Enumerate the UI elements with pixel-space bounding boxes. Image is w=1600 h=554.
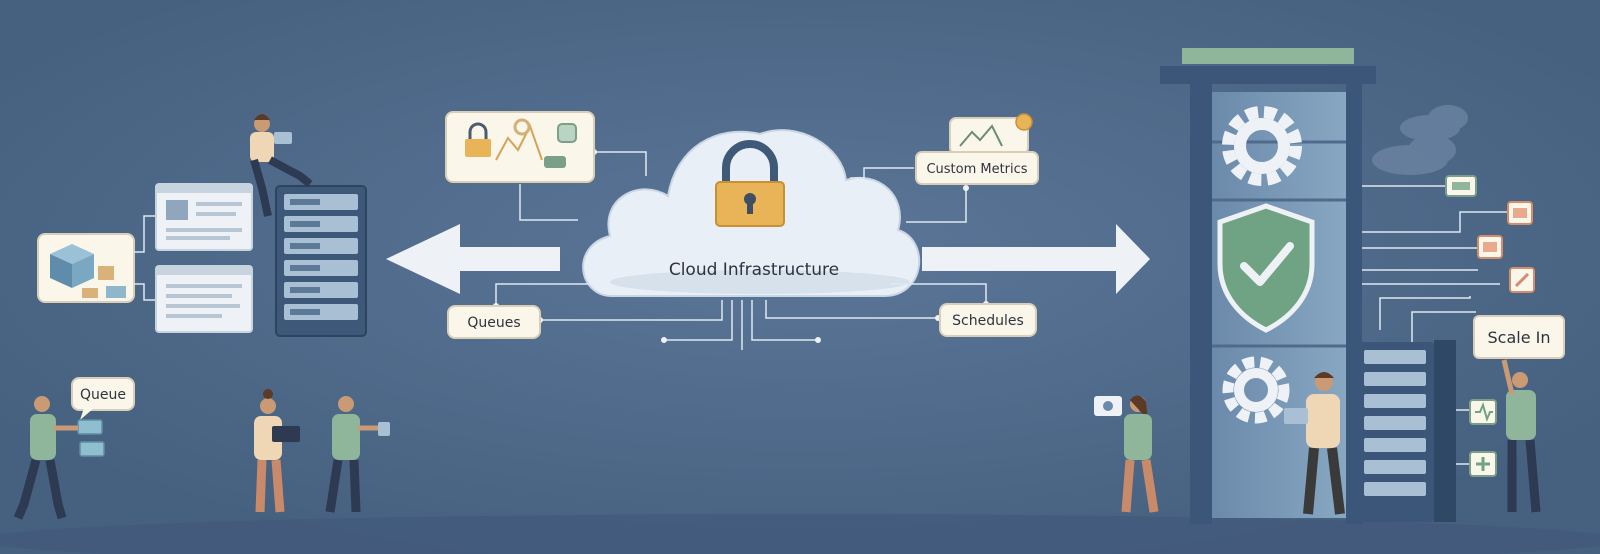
queues-label: Queues	[467, 315, 520, 331]
waveform-icon	[1469, 399, 1497, 425]
cube-connector	[134, 215, 156, 301]
custom-metrics-card: Custom Metrics	[915, 113, 1039, 185]
cubes-card	[37, 233, 135, 303]
gear-icon	[1222, 106, 1302, 186]
person-with-laptop	[254, 389, 300, 513]
cloud-infrastructure: Cloud Infrastructure	[582, 129, 921, 297]
schedules-pill: Schedules	[939, 303, 1037, 337]
scale-in-sign: Scale In	[1473, 315, 1565, 359]
small-server-rack	[1356, 340, 1456, 522]
toggle-icon	[544, 156, 566, 168]
bg-cloud-right	[1372, 105, 1468, 175]
person-holding-sign	[1501, 359, 1541, 513]
doc-window-bottom	[155, 265, 253, 333]
small-box	[98, 266, 114, 280]
arrow-left	[386, 224, 560, 294]
small-box	[106, 286, 126, 298]
lock-icon-small	[465, 122, 491, 157]
cable-lines	[1362, 185, 1508, 465]
custom-metrics-label: Custom Metrics	[926, 162, 1027, 177]
person-with-tablet	[325, 396, 390, 513]
queue-label: Queue	[80, 387, 126, 403]
person-with-device	[1094, 395, 1159, 513]
padlock-icon	[715, 140, 785, 227]
info-icon	[1015, 113, 1033, 131]
small-box	[82, 288, 98, 298]
connector-lines	[495, 151, 987, 350]
side-icons	[1445, 175, 1535, 477]
person-sitting-laptop	[250, 114, 313, 217]
metrics-chart-icon	[959, 124, 1003, 147]
scale-in-label: Scale In	[1488, 328, 1551, 347]
schedules-label: Schedules	[952, 313, 1024, 329]
gear-icon	[1222, 356, 1290, 424]
cube-icon	[50, 244, 94, 288]
cloud-shade	[610, 270, 910, 294]
badge-icon	[557, 123, 577, 143]
ground-shadow	[0, 514, 1600, 554]
server-rack-icon	[275, 185, 367, 337]
gear-icon	[513, 118, 531, 136]
person-carrying-boxes	[13, 396, 105, 520]
shield-check-icon	[1217, 203, 1315, 333]
person-with-laptop-right	[1284, 372, 1345, 515]
arrow-right	[922, 224, 1150, 294]
queues-pill: Queues	[447, 305, 541, 339]
doc-window-top	[155, 183, 253, 251]
dashboard-card	[445, 111, 595, 183]
line-chart-icon	[495, 123, 543, 161]
queue-bubble: Queue	[71, 377, 135, 420]
cloud-label: Cloud Infrastructure	[669, 260, 839, 280]
